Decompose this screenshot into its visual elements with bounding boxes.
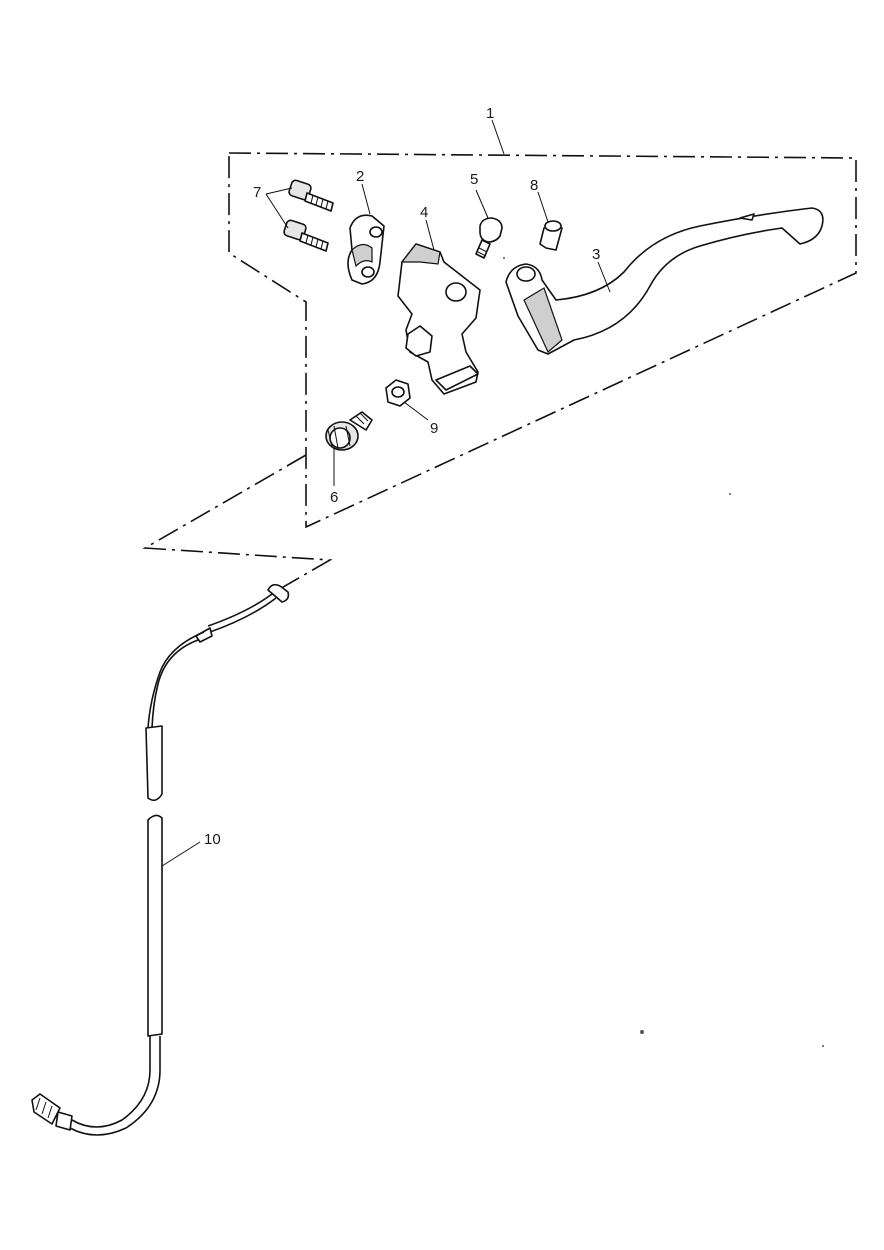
callout-9: 9 <box>430 420 438 437</box>
leader-3 <box>597 261 611 293</box>
callout-4: 4 <box>420 204 428 221</box>
leader-10 <box>161 841 201 867</box>
callout-1: 1 <box>486 105 494 122</box>
leader-9 <box>403 401 429 421</box>
speck <box>729 493 731 495</box>
leader-1 <box>491 119 505 155</box>
callout-8: 8 <box>530 177 538 194</box>
cable-break-boundary <box>142 454 333 591</box>
callout-10: 10 <box>204 831 221 848</box>
leader-2 <box>361 183 371 215</box>
callout-5: 5 <box>470 171 478 188</box>
callout-2: 2 <box>356 168 364 185</box>
leader-7 <box>265 187 293 229</box>
cable-adjuster <box>325 411 373 451</box>
bolt-upper <box>288 179 334 212</box>
speck <box>503 257 505 259</box>
leader-5 <box>475 189 489 219</box>
speck <box>640 1030 644 1034</box>
leader-8 <box>537 191 549 223</box>
speck <box>822 1045 824 1047</box>
callout-3: 3 <box>592 246 600 263</box>
clamp <box>347 214 385 285</box>
leader-4 <box>425 219 435 251</box>
clutch-cable <box>31 583 290 1136</box>
callout-7: 7 <box>253 184 261 201</box>
bolt-lower <box>283 219 329 252</box>
clutch-lever <box>505 207 824 355</box>
nut <box>385 379 411 407</box>
callout-6: 6 <box>330 489 338 506</box>
pivot-bolt <box>475 217 503 259</box>
assembly-boundary <box>228 152 857 529</box>
bush <box>539 220 563 251</box>
lever-perch <box>397 243 481 395</box>
